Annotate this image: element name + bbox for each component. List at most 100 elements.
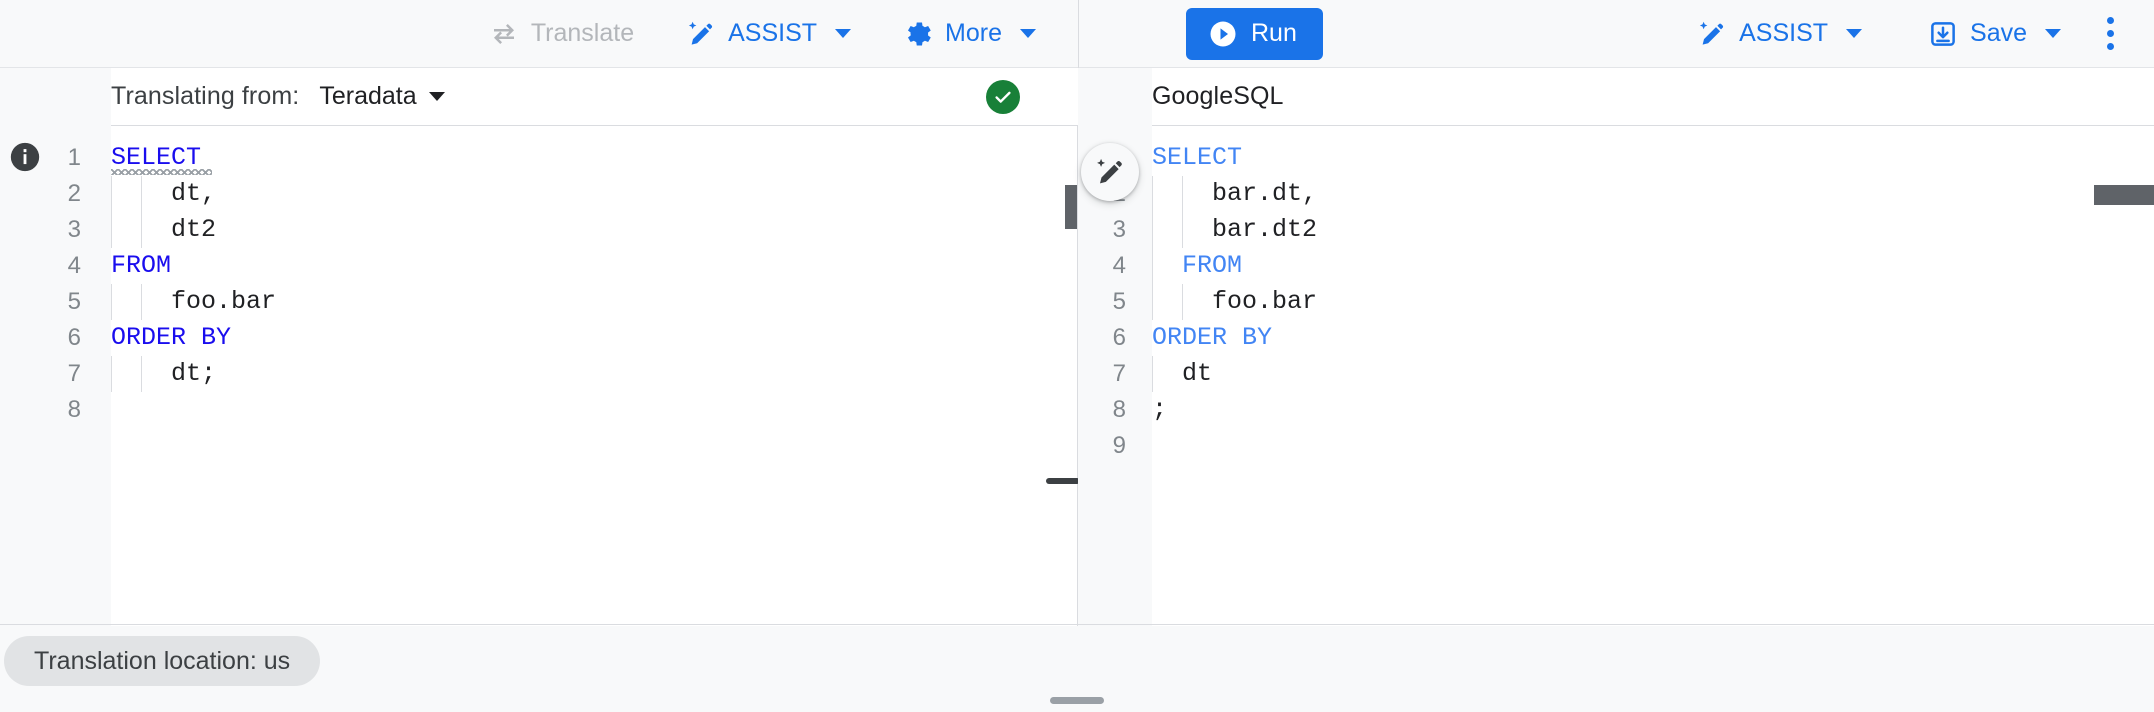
- toolbar-right-group: Run ASSIST: [1078, 0, 2154, 68]
- code-line[interactable]: 6 ORDER BY: [1078, 320, 2154, 356]
- editor-panes: Translating from: Teradata: [0, 68, 2154, 626]
- source-language-value: Teradata: [319, 82, 417, 110]
- info-icon[interactable]: [8, 140, 42, 179]
- toolbar-left-group: Translate ASSIST More: [0, 0, 1078, 68]
- chevron-down-icon: [428, 92, 445, 101]
- footer-bar: Translation location: us: [0, 626, 2154, 712]
- line-content: SELECT: [111, 140, 1077, 176]
- line-number: 7: [67, 360, 81, 387]
- translating-from-label: Translating from:: [111, 82, 300, 110]
- target-pane-header: GoogleSQL: [1152, 68, 2154, 126]
- status-badge: [986, 79, 1020, 114]
- line-number: 8: [1112, 396, 1126, 423]
- translation-location-label: Translation location: us: [34, 646, 291, 675]
- target-code-area[interactable]: 1 SELECT 2 bar.dt, 3 bar.dt2 4 FROM: [1078, 127, 2154, 626]
- assist-button-left[interactable]: ASSIST: [682, 13, 855, 55]
- run-button[interactable]: Run: [1186, 7, 1323, 60]
- scrollbar-thumb: [2094, 185, 2154, 205]
- line-number: 6: [67, 324, 81, 351]
- chevron-down-icon: [1846, 29, 1863, 38]
- top-toolbar: Translate ASSIST More: [0, 0, 2154, 68]
- code-line[interactable]: 1 SELECT: [0, 140, 1077, 176]
- code-line[interactable]: 3 dt2: [0, 212, 1077, 248]
- line-content: ;: [1152, 395, 1168, 424]
- line-number: 3: [1112, 216, 1126, 243]
- scrollbar-thumb: [1065, 185, 1077, 229]
- line-content: SELECT: [1152, 143, 1243, 172]
- more-button[interactable]: More: [899, 13, 1040, 55]
- line-number: 4: [1112, 252, 1126, 279]
- line-content: bar.dt2: [1152, 212, 2154, 248]
- chevron-down-icon: [1020, 29, 1036, 38]
- translate-label: Translate: [530, 19, 635, 47]
- scrollbar-thumb: [1046, 478, 1080, 484]
- source-pane-header: Translating from: Teradata: [111, 68, 1078, 126]
- line-content: foo.bar: [111, 284, 1077, 320]
- code-line[interactable]: 8: [0, 392, 1077, 428]
- line-number: 5: [67, 288, 81, 315]
- line-content: FROM: [1152, 248, 2154, 284]
- source-editor-pane: Translating from: Teradata: [0, 68, 1080, 626]
- code-line[interactable]: 2 bar.dt,: [1078, 176, 2154, 212]
- line-number: 4: [67, 252, 81, 279]
- line-number: 9: [1112, 432, 1126, 459]
- assist-label-left: ASSIST: [728, 19, 818, 47]
- horizontal-resize-handle[interactable]: [1050, 697, 1104, 704]
- target-language-label: GoogleSQL: [1152, 82, 1284, 110]
- code-line[interactable]: 9: [1078, 428, 2154, 464]
- save-button[interactable]: Save: [1924, 13, 2065, 55]
- source-horizontal-scrollbar[interactable]: [0, 478, 1080, 624]
- line-number: 8: [67, 396, 81, 423]
- play-icon: [1208, 19, 1238, 49]
- chevron-down-icon: [2045, 29, 2061, 38]
- assist-label-right: ASSIST: [1739, 19, 1829, 47]
- line-content: bar.dt,: [1152, 176, 2154, 212]
- line-content: ORDER BY: [111, 323, 232, 352]
- source-language-select[interactable]: Teradata: [319, 82, 445, 111]
- line-number: 1: [67, 144, 81, 171]
- code-line[interactable]: 8 ;: [1078, 392, 2154, 428]
- code-line[interactable]: 6 ORDER BY: [0, 320, 1077, 356]
- source-vertical-scrollbar[interactable]: [1065, 185, 1077, 626]
- suggest-edit-button[interactable]: [1081, 143, 1139, 201]
- target-editor-pane: GoogleSQL 1 SELECT 2 bar.dt, 3 bar.dt2: [1078, 68, 2154, 626]
- code-line[interactable]: 1 SELECT: [1078, 140, 2154, 176]
- assist-button-right[interactable]: ASSIST: [1693, 13, 1866, 55]
- line-content: dt,: [111, 176, 1077, 212]
- line-content: dt: [1152, 356, 2154, 392]
- code-line[interactable]: 7 dt: [1078, 356, 2154, 392]
- line-content: FROM: [111, 251, 172, 280]
- save-label: Save: [1970, 19, 2027, 47]
- kebab-menu-icon[interactable]: [2093, 11, 2128, 56]
- translate-swap-icon: [489, 19, 519, 49]
- chevron-down-icon: [835, 29, 852, 38]
- code-line[interactable]: 4 FROM: [0, 248, 1077, 284]
- line-content: foo.bar: [1152, 284, 2154, 320]
- line-content: dt;: [111, 356, 1077, 392]
- line-number: 6: [1112, 324, 1126, 351]
- code-line[interactable]: 3 bar.dt2: [1078, 212, 2154, 248]
- panes-bottom-divider: [0, 624, 2154, 625]
- code-line[interactable]: 5 foo.bar: [1078, 284, 2154, 320]
- toolbar-divider: [1078, 0, 1079, 68]
- line-number: 7: [1112, 360, 1126, 387]
- code-line[interactable]: 4 FROM: [1078, 248, 2154, 284]
- line-number: 5: [1112, 288, 1126, 315]
- line-number: 2: [67, 180, 81, 207]
- source-code-area[interactable]: 1 SELECT 2 dt, 3 dt2 4 FROM: [0, 127, 1080, 626]
- code-line[interactable]: 5 foo.bar: [0, 284, 1077, 320]
- source-code-rows: 1 SELECT 2 dt, 3 dt2 4 FROM: [0, 140, 1077, 428]
- translation-location-pill: Translation location: us: [4, 636, 321, 686]
- target-code-rows: 1 SELECT 2 bar.dt, 3 bar.dt2 4 FROM: [1078, 140, 2154, 464]
- code-line[interactable]: 7 dt;: [0, 356, 1077, 392]
- target-vertical-scrollbar[interactable]: [2094, 185, 2154, 626]
- translate-button[interactable]: Translate: [485, 13, 638, 55]
- magic-wand-icon: [686, 19, 716, 49]
- line-number: 3: [67, 216, 81, 243]
- more-label: More: [945, 19, 1002, 47]
- code-line[interactable]: 2 dt,: [0, 176, 1077, 212]
- save-download-icon: [1928, 19, 1958, 49]
- gear-icon: [903, 19, 933, 49]
- line-content: dt2: [111, 212, 1077, 248]
